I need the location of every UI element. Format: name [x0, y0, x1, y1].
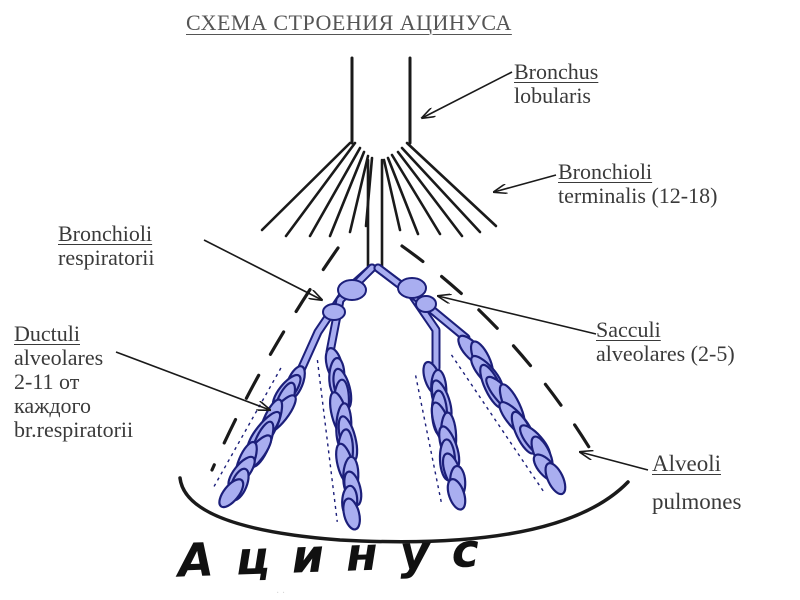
pointer-sacculi [438, 296, 597, 335]
acinus-base-arc [178, 476, 630, 544]
bronchiolus-terminalis-7 [400, 146, 482, 234]
label-bronchioli-respiratorii: Bronchioli respiratorii [58, 222, 155, 270]
bronchiolus-terminalis-6 [405, 141, 498, 228]
label-ductuli-line2: alveolares [14, 345, 104, 370]
label-ductuli-line1: Ductuli [14, 321, 80, 346]
svg-text:· ·: · · [276, 588, 285, 599]
ductuli-alveolares [295, 263, 471, 377]
alveolar-sac-cluster-2 [316, 347, 363, 531]
acinus-boundary [210, 244, 600, 472]
alveolar-sac-edge [316, 359, 338, 522]
sacculus-knot-1 [337, 279, 367, 301]
label-bronchioli-terminalis: Bronchioli terminalis (12-18) [558, 160, 717, 208]
bronchus-lobularis [350, 56, 412, 145]
pointer-bronchioli-terminalis [494, 174, 557, 192]
label-ductuli-line4: каждого [14, 393, 91, 418]
alveolus [218, 478, 245, 509]
label-bronchioli-respiratorii-line1: Bronchioli [58, 221, 153, 246]
label-ductuli-line5: br.respiratorii [14, 417, 134, 442]
pointer-bronchus [422, 71, 513, 118]
pointer-ductuli [115, 351, 270, 410]
bronchiolus-terminalis-1 [284, 141, 357, 238]
label-bronchioli-respiratorii-line2: respiratorii [58, 245, 155, 270]
page-title: СХЕМА СТРОЕНИЯ АЦИНУСА [186, 10, 512, 35]
alveolar-sac-cluster-1 [211, 365, 306, 509]
bronchiolus-terminalis-8 [396, 150, 464, 238]
bronchiolus-respiratorius-stem [366, 158, 384, 270]
alveolus [342, 497, 361, 531]
bronchiolus-terminalis-4 [348, 154, 370, 234]
label-alveoli-line2: pulmones [652, 489, 742, 514]
bronchiolus-terminalis-3 [328, 150, 366, 238]
label-bronchus-line1: Bronchus [514, 59, 599, 84]
ductulus-fill-2 [327, 265, 375, 355]
alveolus [446, 478, 467, 511]
sacculi-alveolares [211, 334, 567, 531]
label-alveoli-line1: Alveoli [652, 451, 721, 476]
label-sacculi-line2: alveolares (2-5) [596, 341, 735, 366]
pointer-alveoli [580, 452, 649, 471]
label-bronchioli-terminalis-line1: Bronchioli [558, 159, 653, 184]
sacculus-knot-3 [397, 277, 427, 299]
label-ductuli-line3: 2-11 от [14, 369, 80, 394]
label-bronchus: Bronchus lobularis [514, 60, 598, 108]
bronchiolus-terminalis-9 [390, 153, 442, 236]
label-ductuli: Ductuli alveolares 2-11 от каждого br.re… [14, 322, 133, 442]
label-alveoli: Alveoli pulmones [652, 452, 741, 514]
pointer-bronchioli-respiratorii [203, 239, 322, 300]
alveolar-sac-edge [414, 375, 443, 504]
bronchiolus-terminalis-11 [382, 158, 402, 232]
sacculus-knot-4 [415, 295, 437, 313]
label-sacculi-line1: Sacculi [596, 317, 661, 342]
bronchioli-terminalis-fan [260, 141, 498, 238]
alveolar-sac-cluster-4 [450, 334, 567, 496]
bronchiolus-terminalis-12 [260, 141, 352, 232]
bronchiolus-terminalis-10 [386, 156, 420, 236]
label-bronchioli-terminalis-line2: terminalis (12-18) [558, 183, 718, 208]
alveolar-sac-cluster-3 [414, 360, 467, 511]
sacculus-knot-2 [322, 303, 346, 321]
label-bronchus-line2: lobularis [514, 83, 591, 108]
bronchiolus-terminalis-2 [308, 146, 362, 238]
pointer-lines [115, 71, 649, 471]
acinus-handwritten-label: Ацинус [177, 522, 502, 588]
alveolus [544, 462, 567, 496]
alveolar-sac-edge [211, 367, 282, 490]
label-sacculi: Sacculi alveolares (2-5) [596, 318, 735, 366]
